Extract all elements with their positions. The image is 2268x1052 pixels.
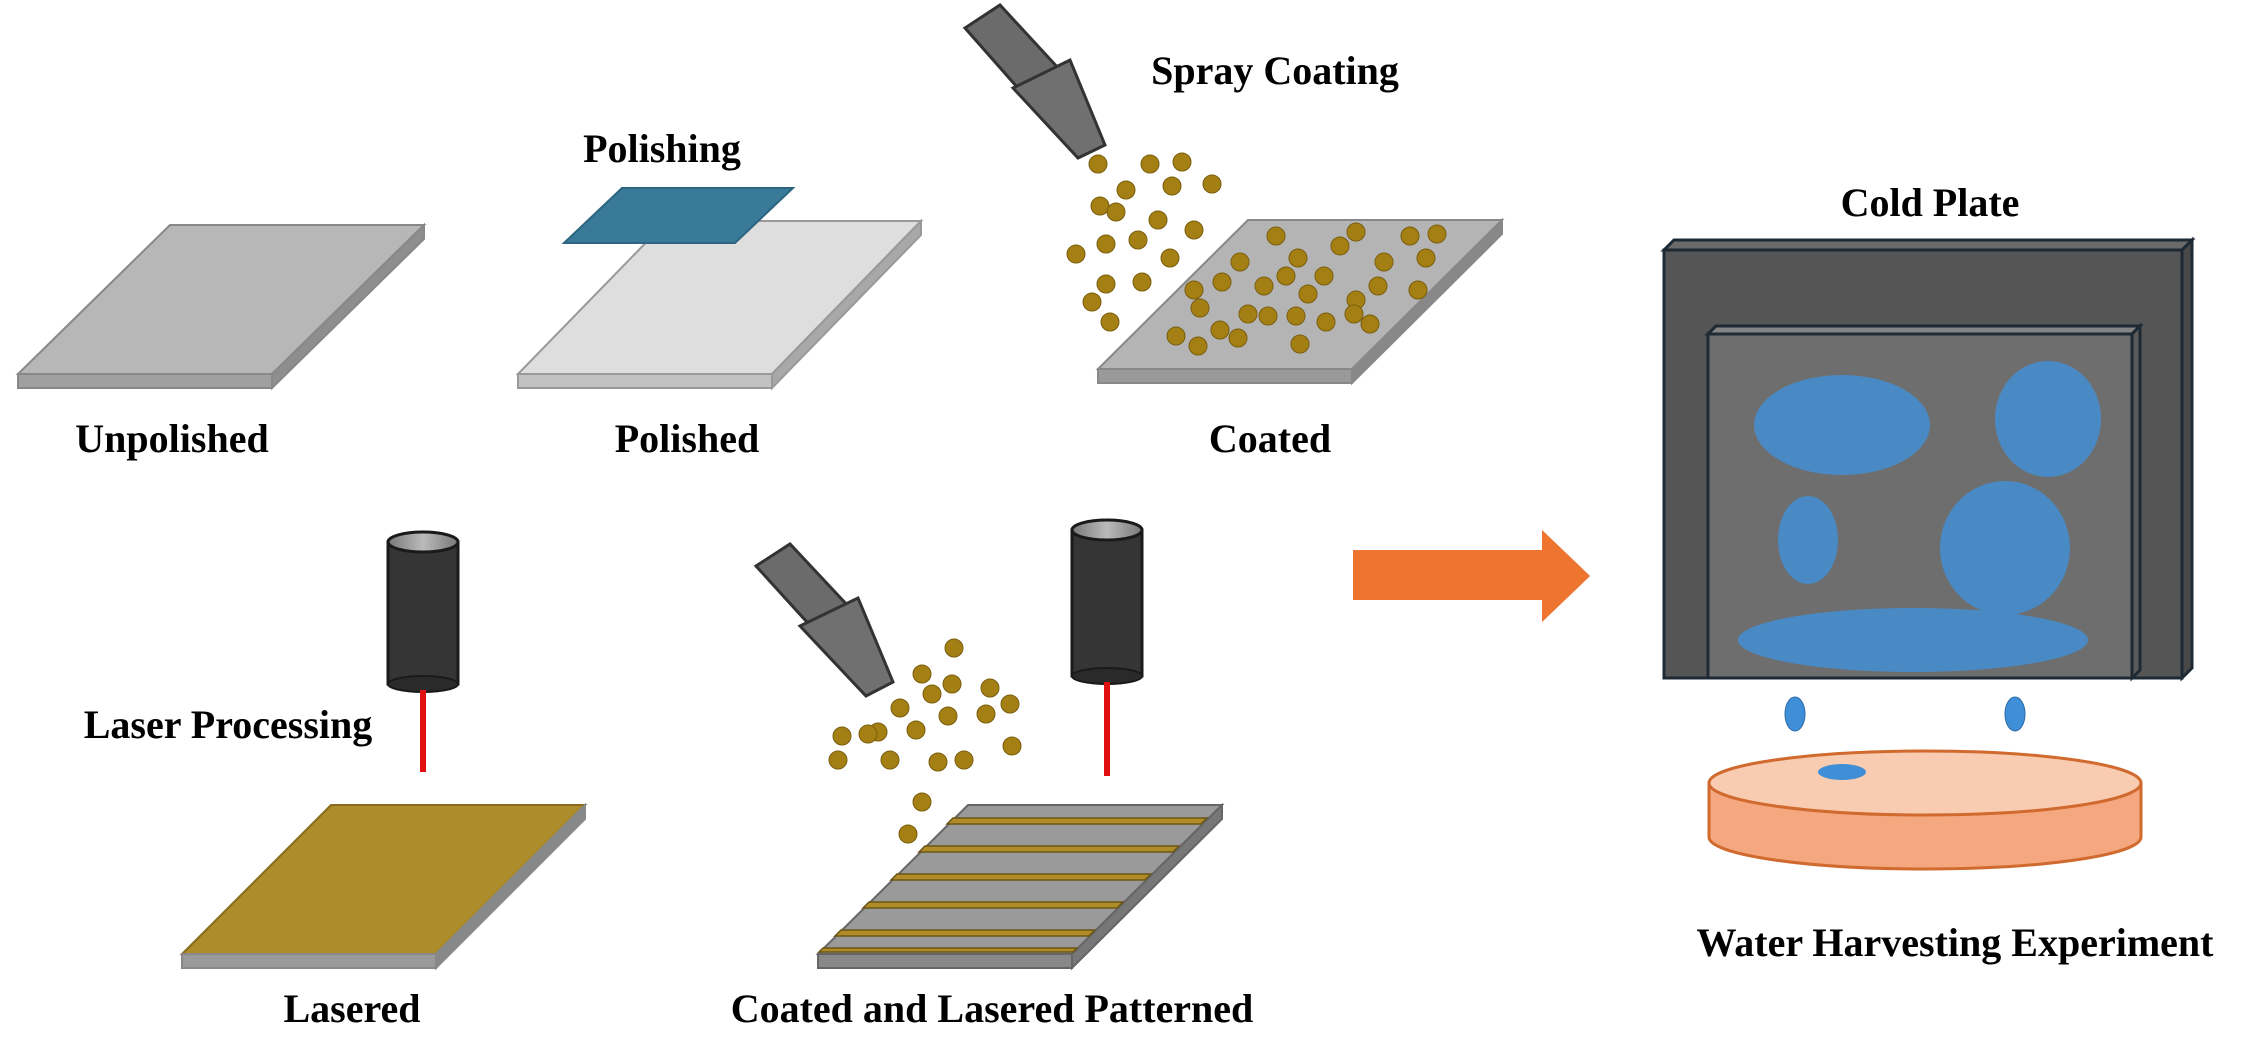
spray-nozzle-bottom	[753, 542, 895, 698]
unpolished-plate	[15, 222, 427, 391]
collected-water	[1818, 764, 1866, 780]
lasered-label: Lasered	[283, 986, 420, 1031]
collection-dish	[1707, 749, 2143, 871]
coated-label: Coated	[1209, 416, 1331, 461]
spray-coating-label: Spray Coating	[1151, 48, 1399, 93]
polished-label: Polished	[615, 416, 759, 461]
patterned-plate	[815, 802, 1225, 971]
lasered-plate	[179, 802, 588, 971]
unpolished-label: Unpolished	[75, 416, 268, 461]
polishing-label: Polishing	[583, 126, 741, 171]
coated-plate	[1095, 217, 1505, 386]
spray-particles-top	[1066, 152, 1447, 356]
condensed-droplets	[1738, 361, 2101, 672]
polished-plate	[515, 218, 924, 391]
coated-lasered-label: Coated and Lasered Patterned	[731, 986, 1254, 1031]
polishing-pad	[561, 187, 796, 244]
laser-head-left	[386, 530, 460, 693]
falling-droplets	[1784, 696, 2026, 732]
water-harvesting-label: Water Harvesting Experiment	[1697, 920, 2215, 965]
laser-processing-label: Laser Processing	[84, 702, 373, 747]
cold-plate-label: Cold Plate	[1841, 180, 2020, 225]
spray-nozzle-top	[962, 3, 1107, 160]
laser-head-right	[1070, 518, 1144, 685]
spray-particles-bottom	[828, 638, 1022, 844]
